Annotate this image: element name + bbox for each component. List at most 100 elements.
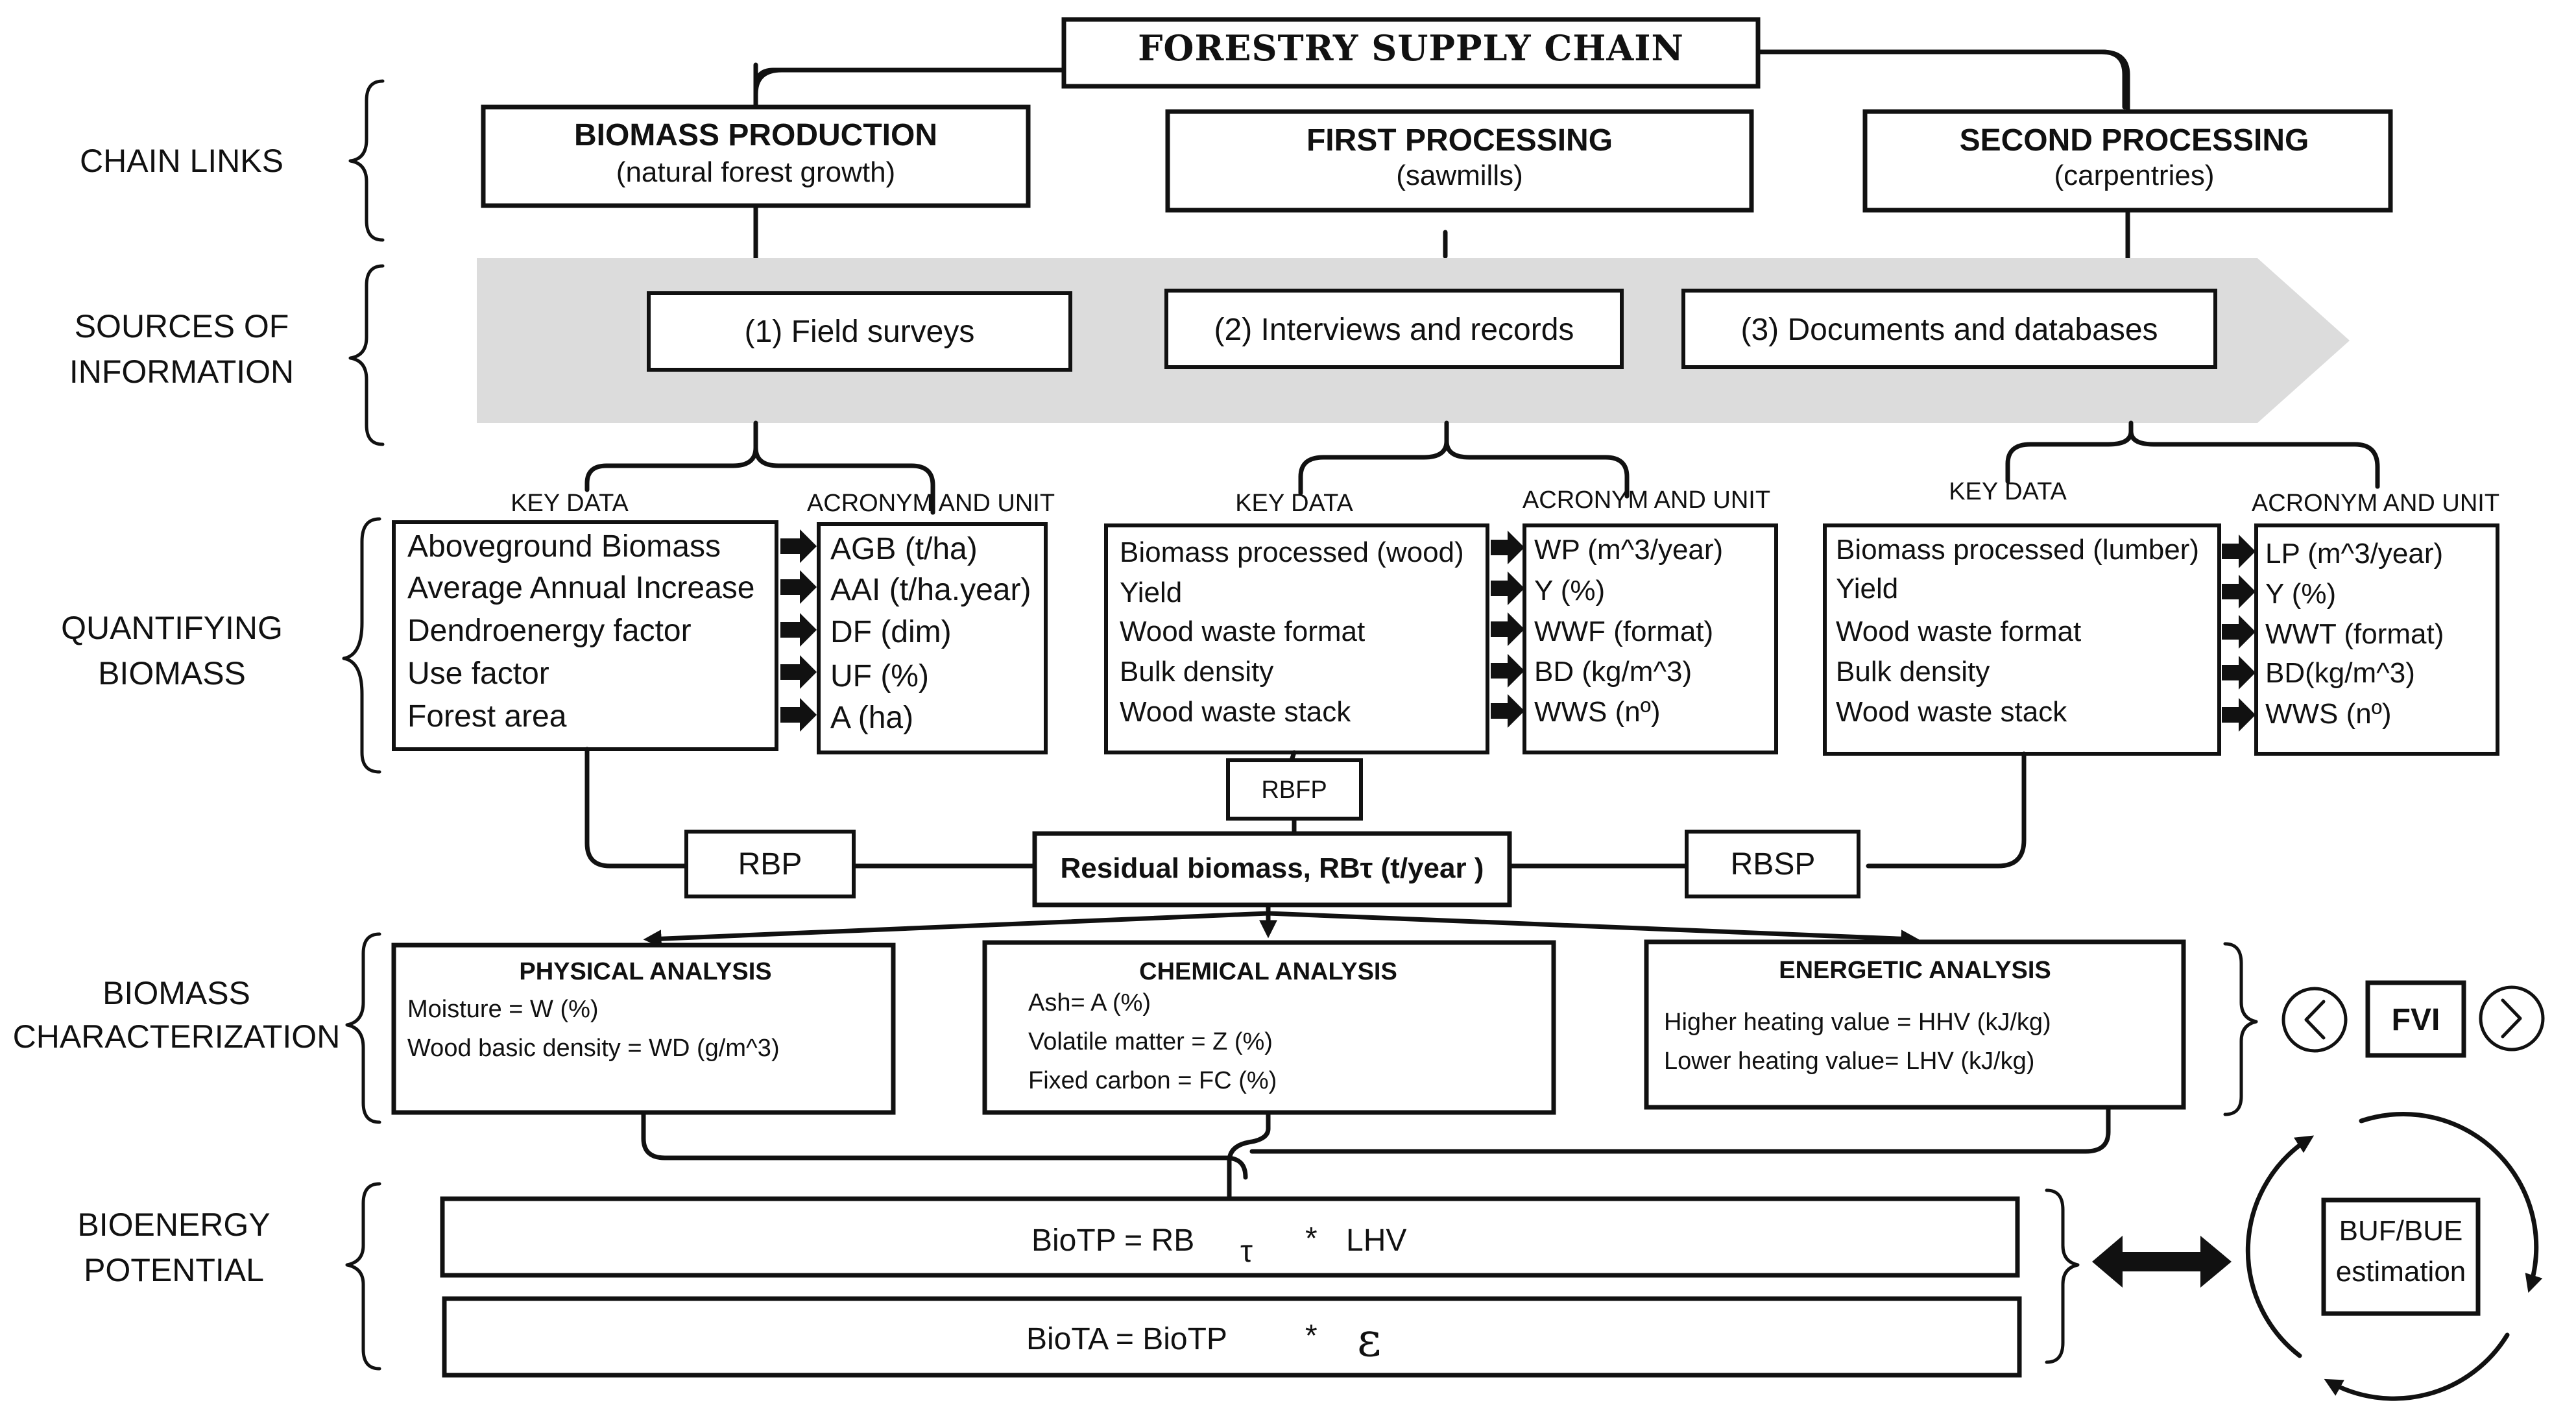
buf-bue-line2: estimation xyxy=(2336,1256,2466,1288)
analysis-title: PHYSICAL ANALYSIS xyxy=(519,958,771,985)
previous-button[interactable] xyxy=(2281,987,2348,1053)
rbfp-label: RBFP xyxy=(1261,776,1327,804)
key-data-item: Wood waste format xyxy=(1120,616,1365,647)
buf-bue-estimation: BUF/BUE estimation xyxy=(2245,1112,2543,1401)
label-sources-1: SOURCES OF xyxy=(75,308,289,344)
key-data-item: Use factor xyxy=(407,656,549,691)
key-data-header: KEY DATA xyxy=(1949,478,2067,505)
right-arrow-icon xyxy=(1491,694,1524,728)
label-potential-1: BIOENERGY xyxy=(77,1207,270,1243)
chain-link-first-processing: FIRST PROCESSING (sawmills) xyxy=(1165,109,1754,213)
potential-row: BioTP = RB τ * LHV BioTA = BioTP * ε BUF… xyxy=(440,1112,2543,1401)
analysis-line: Higher heating value = HHV (kJ/kg) xyxy=(1664,1009,2051,1036)
biota-lhs: BioTA = BioTP xyxy=(1026,1322,1227,1356)
chevron-left-icon xyxy=(2304,1000,2326,1040)
residual-biomass-label: Residual biomass, RBτ (t/year ) xyxy=(1061,852,1484,884)
right-arrow-icon xyxy=(2222,575,2256,608)
source-label: (1) Field surveys xyxy=(745,315,975,349)
right-arrow-icon xyxy=(2222,535,2256,568)
quant-group-first-processing: Biomass processed (wood) Yield Wood wast… xyxy=(1104,523,1778,754)
chain-link-title: SECOND PROCESSING xyxy=(1960,123,2309,158)
label-potential-2: POTENTIAL xyxy=(84,1252,264,1288)
analysis-title: CHEMICAL ANALYSIS xyxy=(1139,958,1397,985)
biotp-equation-box: BioTP = RB τ * LHV xyxy=(440,1196,2020,1278)
acronym-header: ACRONYM AND UNIT xyxy=(2252,490,2499,517)
rbp-label: RBP xyxy=(738,847,802,882)
acronym-item: A (ha) xyxy=(830,701,913,735)
chevron-right-icon xyxy=(2501,998,2522,1039)
chain-link-title: FIRST PROCESSING xyxy=(1306,123,1613,158)
key-data-item: Wood waste stack xyxy=(1120,696,1351,728)
arrow-icons xyxy=(1491,531,1524,728)
acronym-item: Y (%) xyxy=(1534,575,1605,607)
right-braces xyxy=(2045,942,2258,1364)
key-data-item: Average Annual Increase xyxy=(407,571,755,605)
rbsp-box: RBSP xyxy=(1685,830,1860,898)
acronym-item: DF (dim) xyxy=(830,615,952,649)
acronym-item: WWS (nº) xyxy=(2265,698,2391,730)
acronym-item: AAI (t/ha.year) xyxy=(830,573,1031,607)
acronym-item: BD (kg/m^3) xyxy=(1534,656,1692,688)
source-documents-databases: (3) Documents and databases xyxy=(1681,289,2217,369)
quantifying-row: KEY DATA ACRONYM AND UNIT KEY DATA ACRON… xyxy=(392,478,2499,756)
key-data-item: Biomass processed (wood) xyxy=(1120,536,1464,568)
rbsp-label: RBSP xyxy=(1731,847,1816,882)
label-sources-2: INFORMATION xyxy=(69,354,294,390)
title-block: FORESTRY SUPPLY CHAIN xyxy=(753,17,2127,110)
source-field-surveys: (1) Field surveys xyxy=(647,291,1072,372)
right-arrow-icon xyxy=(1491,654,1524,688)
physical-analysis-box: PHYSICAL ANALYSIS Moisture = W (%) Wood … xyxy=(391,943,896,1115)
acronym-item: WWS (nº) xyxy=(1534,696,1660,728)
key-data-item: Wood waste format xyxy=(1836,616,2081,647)
right-arrow-icon xyxy=(2222,656,2256,690)
source-label: (2) Interviews and records xyxy=(1214,313,1574,347)
label-chain-links: CHAIN LINKS xyxy=(80,143,283,179)
biotp-lhs: BioTP = RB xyxy=(1031,1223,1194,1258)
chain-link-biomass-production: BIOMASS PRODUCTION (natural forest growt… xyxy=(481,104,1031,208)
right-arrow-icon xyxy=(780,698,817,732)
acronym-item: UF (%) xyxy=(830,659,929,693)
left-braces xyxy=(342,79,385,1371)
label-characterization-1: BIOMASS xyxy=(102,975,250,1011)
acronym-item: WWF (format) xyxy=(1534,616,1713,647)
key-data-item: Dendroenergy factor xyxy=(407,614,692,648)
rbp-box: RBP xyxy=(684,830,856,898)
key-data-item: Yield xyxy=(1836,573,1898,605)
chain-link-second-processing: SECOND PROCESSING (carpentries) xyxy=(1862,109,2393,213)
right-arrow-icon xyxy=(780,613,817,647)
chain-link-subtitle: (natural forest growth) xyxy=(616,156,895,188)
right-arrow-icon xyxy=(2222,615,2256,649)
acronym-item: LP (m^3/year) xyxy=(2265,538,2443,570)
key-data-item: Yield xyxy=(1120,577,1182,608)
right-arrow-icon xyxy=(780,655,817,689)
right-arrow-icon xyxy=(1491,571,1524,605)
biota-rhs: ε xyxy=(1357,1312,1381,1367)
biota-operator: * xyxy=(1305,1319,1318,1353)
sources-row: (1) Field surveys (2) Interviews and rec… xyxy=(477,258,2380,515)
double-arrow-icon xyxy=(2092,1236,2232,1288)
acronym-item: BD(kg/m^3) xyxy=(2265,657,2415,689)
chain-links-row: BIOMASS PRODUCTION (natural forest growt… xyxy=(481,49,2393,262)
analysis-title: ENERGETIC ANALYSIS xyxy=(1779,957,2051,984)
analysis-line: Volatile matter = Z (%) xyxy=(1028,1028,1273,1055)
analysis-line: Moisture = W (%) xyxy=(407,996,599,1023)
analysis-line: Fixed carbon = FC (%) xyxy=(1028,1067,1277,1094)
chain-link-subtitle: (carpentries) xyxy=(2054,160,2215,191)
right-arrow-icon xyxy=(780,529,817,563)
label-characterization-2: CHARACTERIZATION xyxy=(13,1018,341,1055)
quant-group-second-processing: Biomass processed (lumber) Yield Wood wa… xyxy=(1823,523,2499,756)
energetic-analysis-box: ENERGETIC ANALYSIS Higher heating value … xyxy=(1644,939,2186,1110)
acronym-header: ACRONYM AND UNIT xyxy=(1523,487,1770,514)
key-data-item: Bulk density xyxy=(1836,656,1990,688)
residual-biomass-row: RBP RBFP RBSP Residual biomass, RBτ (t/y… xyxy=(584,747,2027,948)
label-quantifying-2: BIOMASS xyxy=(98,655,246,691)
next-button[interactable] xyxy=(2479,985,2545,1051)
acronym-item: AGB (t/ha) xyxy=(830,532,978,566)
fvi-box xyxy=(2365,980,2466,1058)
biotp-operator: * xyxy=(1305,1221,1318,1256)
key-data-item: Wood waste stack xyxy=(1836,696,2067,728)
source-label: (3) Documents and databases xyxy=(1740,313,2158,347)
key-data-header: KEY DATA xyxy=(511,490,629,517)
key-data-item: Biomass processed (lumber) xyxy=(1836,534,2199,566)
